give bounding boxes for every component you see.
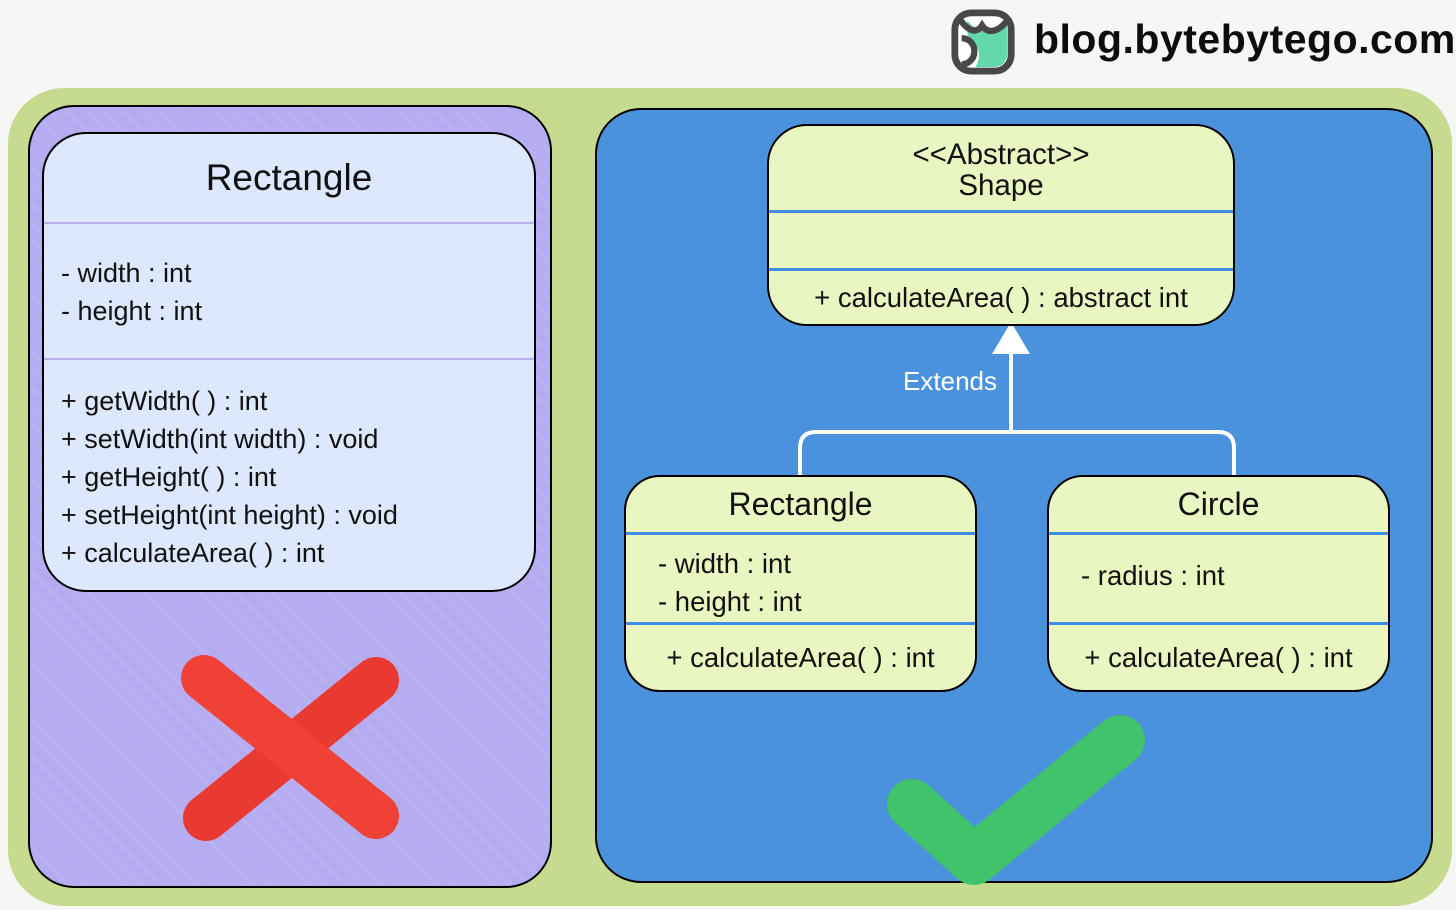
- extends-label: Extends: [903, 366, 997, 396]
- bad-example-panel: Rectangle - width : int - height : int +…: [28, 105, 552, 888]
- class-box-rectangle-child: Rectangle - width : int - height : int +…: [624, 475, 977, 692]
- cross-icon: [181, 655, 399, 841]
- class-attributes-section: [769, 210, 1233, 268]
- class-stereotype: <<Abstract>>: [912, 138, 1090, 171]
- class-methods-section: + calculateArea( ) : int: [1049, 622, 1388, 690]
- class-attribute: - radius : int: [1081, 560, 1225, 591]
- class-name: Shape: [958, 169, 1044, 202]
- class-title: <<Abstract>> Shape: [769, 126, 1233, 210]
- checkmark-icon: [887, 715, 1145, 885]
- class-method: + getWidth( ) : int: [61, 386, 268, 416]
- class-title: Rectangle: [205, 157, 373, 198]
- class-title: Circle: [1177, 486, 1260, 522]
- class-attributes-section: - width : int - height : int: [626, 532, 975, 622]
- comparison-board: Rectangle - width : int - height : int +…: [8, 88, 1452, 906]
- class-method: + calculateArea( ) : int: [61, 538, 325, 568]
- class-methods-section: + calculateArea( ) : abstract int: [769, 268, 1233, 324]
- class-method: + setWidth(int width) : void: [61, 424, 379, 454]
- class-attribute: - height : int: [61, 296, 203, 326]
- class-title: Rectangle: [728, 486, 873, 522]
- class-attributes-section: - radius : int: [1049, 532, 1388, 622]
- class-attribute: - height : int: [658, 586, 802, 617]
- class-method: + calculateArea( ) : abstract int: [814, 281, 1188, 313]
- class-attribute: - width : int: [658, 548, 791, 579]
- class-method: + setHeight(int height) : void: [61, 500, 398, 530]
- class-box-shape: <<Abstract>> Shape + calculateArea( ) : …: [767, 124, 1235, 326]
- class-method: + calculateArea( ) : int: [666, 641, 935, 673]
- class-attributes-section: - width : int - height : int: [44, 222, 534, 358]
- class-attribute: - width : int: [61, 258, 192, 288]
- site-name: blog.bytebytego.com: [1034, 16, 1456, 62]
- class-box-rectangle-monolith: Rectangle - width : int - height : int +…: [42, 132, 536, 592]
- class-method: + calculateArea( ) : int: [1084, 641, 1353, 673]
- bytebytego-logo-icon: [946, 8, 1022, 76]
- class-box-circle-child: Circle - radius : int + calculateArea( )…: [1047, 475, 1390, 692]
- class-method: + getHeight( ) : int: [61, 462, 277, 492]
- class-methods-section: + calculateArea( ) : int: [626, 622, 975, 690]
- class-methods-section: + getWidth( ) : int + setWidth(int width…: [44, 358, 534, 590]
- site-header: blog.bytebytego.com: [0, 0, 1456, 88]
- good-example-panel: <<Abstract>> Shape + calculateArea( ) : …: [595, 108, 1433, 885]
